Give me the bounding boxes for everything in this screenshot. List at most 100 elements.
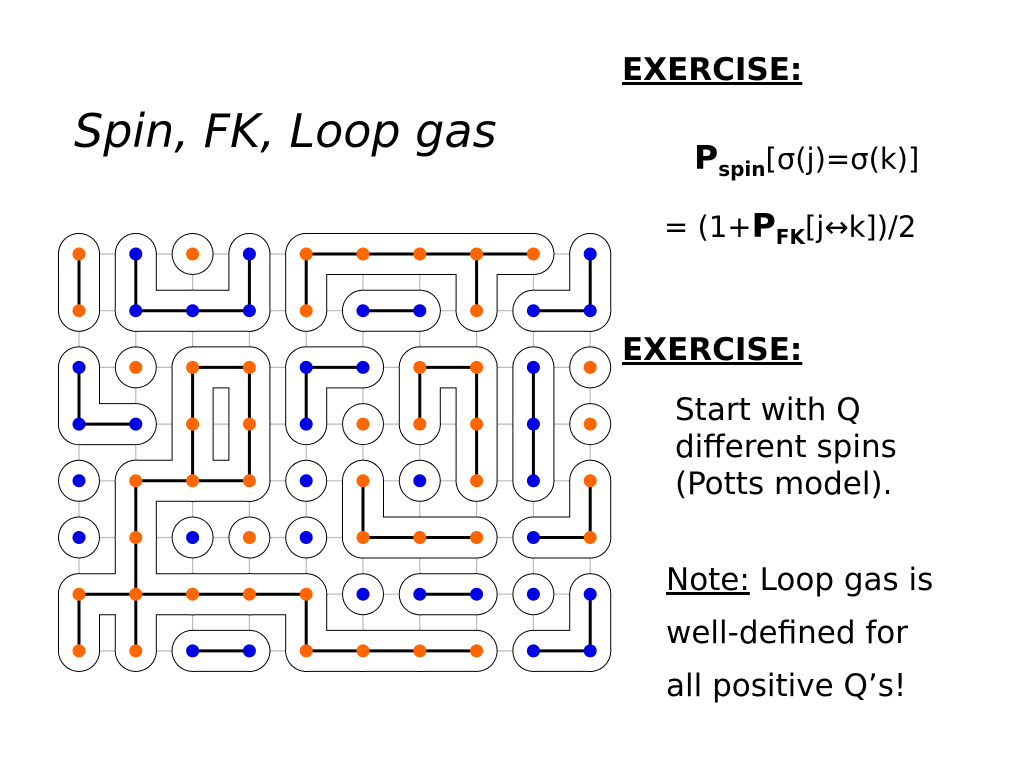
spin-blue xyxy=(583,644,597,658)
formula-line-1: Pspin[σ(j)=σ(k)] xyxy=(694,138,919,181)
spin-blue xyxy=(129,417,143,431)
spin-blue xyxy=(72,417,86,431)
formula-line-2: = (1+PFK[j↔k])/2 xyxy=(664,206,916,249)
spin-orange xyxy=(129,360,143,374)
spin-orange xyxy=(242,417,256,431)
exercise-2-line: (Potts model). xyxy=(675,466,893,502)
spin-orange xyxy=(470,417,484,431)
spin-orange xyxy=(186,417,200,431)
spin-orange xyxy=(299,644,313,658)
exercise-2-text: Start with Q different spins (Potts mode… xyxy=(675,392,897,503)
spin-orange xyxy=(242,587,256,601)
spin-orange xyxy=(242,531,256,544)
note-text: Loop gas is xyxy=(749,562,934,598)
spin-orange xyxy=(470,474,484,488)
spin-blue xyxy=(186,644,200,658)
spin-orange xyxy=(242,474,256,488)
spin-blue xyxy=(526,531,540,544)
spin-orange xyxy=(583,531,597,544)
spin-blue xyxy=(356,304,370,318)
fk-bond-layer xyxy=(77,252,592,653)
spin-orange xyxy=(413,417,427,431)
exercise-2-line: different spins xyxy=(675,429,897,465)
exercise-2-line: Start with Q xyxy=(675,392,861,428)
probability-symbol: P xyxy=(751,206,776,245)
spin-orange xyxy=(129,474,143,488)
spin-orange xyxy=(186,474,200,488)
spin-blue xyxy=(129,304,143,318)
spin-orange xyxy=(470,531,484,544)
spin-blue xyxy=(526,304,540,318)
spin-blue xyxy=(242,304,256,318)
spin-orange xyxy=(583,474,597,488)
slide-title: Spin, FK, Loop gas xyxy=(74,104,497,158)
note-line: well-defined for xyxy=(666,615,908,651)
spin-blue xyxy=(470,587,484,601)
spin-orange xyxy=(299,304,313,318)
spin-orange xyxy=(186,360,200,374)
probability-symbol: P xyxy=(694,138,719,177)
note-label: Note: xyxy=(666,562,750,598)
spin-orange xyxy=(72,304,86,318)
spin-blue xyxy=(299,531,313,544)
spin-orange xyxy=(470,644,484,658)
spin-orange xyxy=(242,360,256,374)
spin-orange xyxy=(356,417,370,431)
probability-subscript-fk: FK xyxy=(775,225,805,249)
spin-orange xyxy=(129,644,143,658)
spin-blue xyxy=(72,474,86,488)
spin-orange xyxy=(356,531,370,544)
note-line: all positive Q’s! xyxy=(666,668,907,704)
spin-blue xyxy=(413,474,427,488)
spin-orange xyxy=(299,247,313,261)
spin-blue xyxy=(299,474,313,488)
spin-orange xyxy=(129,531,143,544)
spin-blue xyxy=(526,644,540,658)
spin-orange xyxy=(470,304,484,318)
formula-2-prefix: = (1+ xyxy=(664,210,752,244)
loop-gas-layer xyxy=(58,233,612,672)
spin-orange xyxy=(470,360,484,374)
spin-blue xyxy=(186,531,200,544)
spin-blue xyxy=(583,304,597,318)
formula-1-argument: [σ(j)=σ(k)] xyxy=(765,142,920,176)
spin-blue xyxy=(413,587,427,601)
spin-layer xyxy=(72,247,597,658)
spin-blue xyxy=(413,304,427,318)
spin-orange xyxy=(356,247,370,261)
spin-orange xyxy=(72,247,86,261)
spin-blue xyxy=(526,360,540,374)
spin-blue xyxy=(72,360,86,374)
spin-orange xyxy=(413,247,427,261)
spin-blue xyxy=(526,587,540,601)
note-block: Note: Loop gas is well-defined for all p… xyxy=(666,554,933,713)
spin-blue xyxy=(356,587,370,601)
spin-orange xyxy=(72,587,86,601)
spin-orange xyxy=(129,587,143,601)
spin-orange xyxy=(299,587,313,601)
spin-orange xyxy=(356,644,370,658)
spin-orange xyxy=(413,644,427,658)
spin-orange xyxy=(413,531,427,544)
spin-blue xyxy=(186,304,200,318)
spin-blue xyxy=(242,644,256,658)
note-line: Note: Loop gas is xyxy=(666,554,933,607)
exercise-1-heading: EXERCISE: xyxy=(622,52,803,88)
spin-blue xyxy=(129,247,143,261)
spin-blue xyxy=(299,360,313,374)
exercise-2-heading: EXERCISE: xyxy=(622,332,803,368)
spin-blue xyxy=(299,417,313,431)
probability-subscript-spin: spin xyxy=(718,157,766,181)
spin-orange xyxy=(186,247,200,261)
spin-blue xyxy=(72,531,86,544)
spin-blue xyxy=(356,360,370,374)
spin-blue xyxy=(526,474,540,488)
spin-orange xyxy=(72,644,86,658)
spin-blue xyxy=(242,247,256,261)
spin-blue xyxy=(583,587,597,601)
spin-orange xyxy=(356,474,370,488)
spin-orange xyxy=(470,247,484,261)
spin-blue xyxy=(583,247,597,261)
spin-orange xyxy=(413,360,427,374)
spin-orange xyxy=(583,417,597,431)
